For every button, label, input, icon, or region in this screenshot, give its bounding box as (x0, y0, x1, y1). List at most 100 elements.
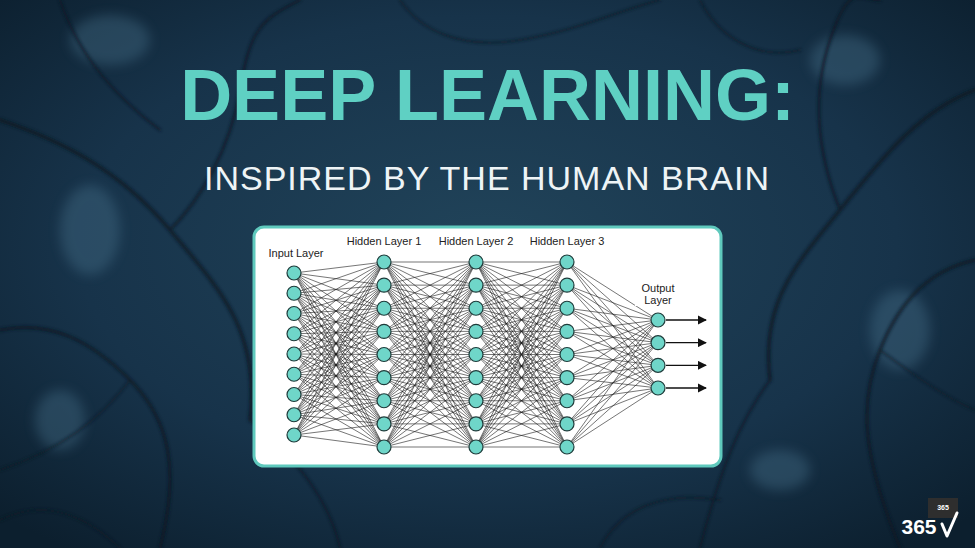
connection-line (476, 262, 567, 308)
neuron-circle (377, 255, 391, 269)
neuron-circle (469, 394, 483, 408)
connection-line (294, 262, 384, 374)
connection-line (294, 273, 384, 447)
neuron-circle (469, 440, 483, 454)
connection-line (476, 262, 567, 355)
connection-line (384, 262, 476, 355)
neuron-circle (560, 440, 574, 454)
connection-line (567, 320, 658, 447)
neuron-circle (651, 358, 665, 372)
neuron-circle (469, 324, 483, 338)
output-arrow (666, 365, 706, 366)
connection-line (567, 343, 658, 447)
neuron-circle (560, 371, 574, 385)
connection-line (567, 262, 658, 365)
connection-line (384, 262, 476, 424)
connection-line (476, 355, 567, 448)
neuron-circle (469, 417, 483, 431)
connection-line (294, 331, 384, 394)
connection-line (294, 293, 384, 447)
neuron-circle (377, 324, 391, 338)
connection-line (294, 378, 384, 435)
neuron-circle (287, 388, 301, 402)
neuron-circle (287, 307, 301, 321)
connection-line (476, 262, 567, 308)
connection-line (384, 262, 476, 308)
connection-line (384, 262, 476, 447)
output-arrow (666, 342, 706, 343)
connection-line (476, 262, 567, 447)
neuron-circle (377, 371, 391, 385)
connection-line (294, 355, 384, 436)
connection-line (476, 262, 567, 331)
connection-line (476, 262, 567, 378)
neuron-circle (287, 266, 301, 280)
connection-line (294, 331, 384, 435)
connection-line (476, 331, 567, 447)
connection-line (567, 320, 658, 331)
connection-line (294, 293, 384, 424)
logo-badge-text: 365 (937, 504, 949, 512)
connection-line (384, 355, 476, 448)
neuron-circle (560, 255, 574, 269)
neuron-circle (377, 278, 391, 292)
connection-line (476, 285, 567, 447)
connection-line (294, 435, 384, 447)
connection-line (294, 285, 384, 334)
neuron-circle (560, 324, 574, 338)
connection-line (384, 262, 476, 355)
connection-line (476, 378, 567, 447)
connection-line (567, 308, 658, 388)
connection-line (476, 262, 567, 401)
connection-line (567, 365, 658, 447)
connection-line (567, 320, 658, 355)
neuron-circle (469, 255, 483, 269)
connection-line (384, 447, 476, 448)
connection-line (384, 331, 476, 447)
neuron-circle (287, 367, 301, 381)
layer-label: Output Layer (635, 282, 681, 306)
layer-label: Hidden Layer 3 (530, 235, 605, 248)
connection-line (384, 285, 476, 447)
connection-line (476, 285, 567, 447)
connection-line (294, 331, 384, 414)
connection-line (294, 308, 384, 415)
slide-title: DEEP LEARNING: (0, 59, 975, 131)
connection-line (294, 262, 384, 334)
connection-line (294, 273, 384, 308)
connection-line (476, 447, 567, 448)
connection-line (294, 285, 384, 394)
connection-line (294, 285, 384, 374)
connection-line (294, 262, 384, 395)
connection-line (476, 262, 567, 424)
connection-lines (294, 262, 658, 447)
connection-line (384, 355, 476, 448)
connection-line (384, 262, 476, 285)
output-arrow (666, 319, 706, 320)
logo-check (942, 513, 957, 536)
connection-line (294, 424, 384, 435)
connection-line (476, 355, 567, 448)
neuron-circle (377, 348, 391, 362)
connection-line (294, 331, 384, 333)
connection-line (384, 308, 476, 447)
connection-line (567, 320, 658, 424)
diagram-panel (254, 227, 721, 466)
connection-line (294, 354, 384, 356)
layer-label: Hidden Layer 2 (439, 235, 514, 248)
connection-line (294, 314, 384, 448)
connection-line (476, 331, 567, 447)
neuron-circle (560, 417, 574, 431)
connection-line (384, 262, 476, 285)
connection-line (476, 401, 567, 447)
connection-line (384, 262, 476, 331)
connection-line (384, 262, 476, 401)
connection-line (384, 262, 476, 447)
connection-line (384, 401, 476, 447)
layer-label: Input Layer (268, 247, 323, 260)
connection-line (384, 424, 476, 447)
connection-line (567, 331, 658, 388)
output-arrow (666, 387, 706, 388)
connection-line (294, 308, 384, 394)
